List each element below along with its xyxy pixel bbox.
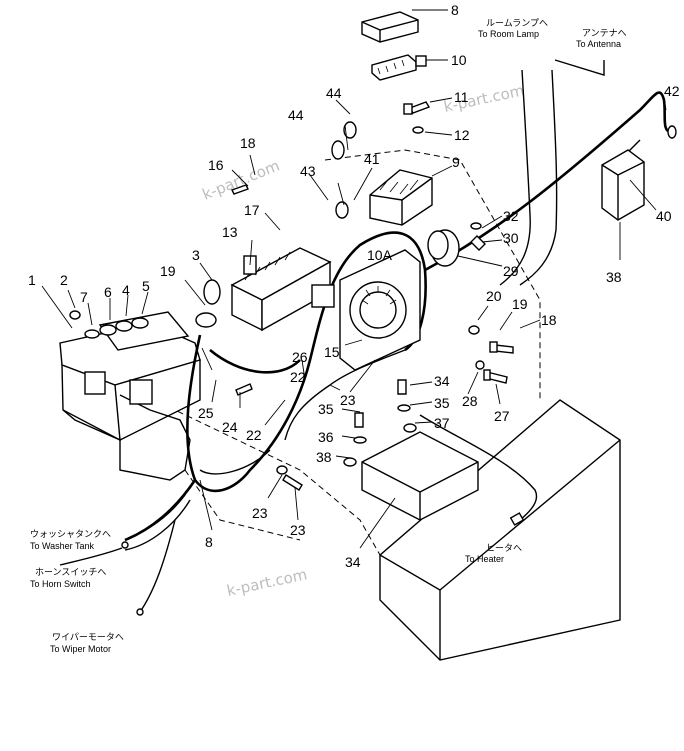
fuse-box: [230, 247, 332, 332]
part-label: 23: [340, 392, 356, 408]
part-label: 37: [434, 415, 450, 431]
heater-wire: [419, 414, 538, 526]
part-label: 18: [240, 135, 256, 151]
part-label: 7: [80, 289, 88, 305]
switch-panel-knobs: [69, 310, 149, 339]
part-label: 10A: [367, 247, 393, 263]
long-wires: [424, 59, 671, 286]
part-label: 41: [364, 151, 380, 167]
part-label: 10: [451, 52, 467, 68]
part-label: 26: [292, 349, 308, 365]
connector-10: [371, 54, 427, 81]
part-label: 35: [318, 401, 334, 417]
part-label: 44: [326, 85, 342, 101]
part-label: 3: [192, 247, 200, 263]
dest-wiper: To Wiper Motor: [50, 644, 111, 654]
part-label: 38: [316, 449, 332, 465]
part-labels: 8 10 11 12 9 32 30 29 42 40 38 20 19 18 …: [28, 2, 680, 570]
component-37: [601, 149, 645, 221]
part-label: 13: [222, 224, 238, 240]
part-label: 27: [494, 408, 510, 424]
dest-antenna-jp: アンテナへ: [582, 28, 627, 38]
dest-room-lamp-jp: ルームランプへ: [486, 18, 548, 28]
left-console: [59, 311, 201, 481]
part-label: 9: [452, 154, 460, 170]
part-label: 19: [160, 263, 176, 279]
part-label: 17: [244, 202, 260, 218]
part-label: 30: [503, 230, 519, 246]
part-label: 40: [656, 208, 672, 224]
leader-lines: [41, 9, 667, 549]
bolts: [195, 101, 677, 491]
part-label: 34: [345, 554, 361, 570]
controller-box: [361, 431, 479, 521]
dest-horn: To Horn Switch: [30, 579, 91, 589]
relay-cover: [361, 11, 419, 43]
part-label: 19: [512, 296, 528, 312]
dest-heater-jp: ヒータへ: [486, 543, 522, 553]
part-label: 35: [434, 395, 450, 411]
part-label: 32: [503, 208, 519, 224]
destination-labels: ルームランプへ To Room Lamp アンテナへ To Antenna ウォ…: [30, 18, 627, 654]
part-label: 18: [541, 312, 557, 328]
part-label: 8: [205, 534, 213, 550]
part-label: 6: [104, 284, 112, 300]
part-label: 11: [454, 89, 469, 105]
part-label: 43: [300, 163, 316, 179]
part-label: 5: [142, 278, 150, 294]
part-label: 29: [503, 263, 519, 279]
part-label: 25: [198, 405, 214, 421]
part-label: 42: [664, 83, 680, 99]
part-label: 2: [60, 272, 68, 288]
part-label: 36: [318, 429, 334, 445]
part-label: 22: [246, 427, 262, 443]
dest-room-lamp: To Room Lamp: [478, 29, 539, 39]
part-label: 4: [122, 282, 130, 298]
watermark-3: k-part.com: [225, 565, 309, 600]
part-label: 8: [451, 2, 459, 18]
relay-block: [369, 169, 433, 226]
cab-outline-dashed: [119, 149, 541, 556]
part-label: 44: [288, 107, 304, 123]
part-label: 16: [208, 157, 224, 173]
component-30: [427, 229, 460, 267]
part-label: 15: [324, 344, 340, 360]
cab-rear-box: [379, 399, 621, 661]
part-label: 20: [486, 288, 502, 304]
part-label: 24: [222, 419, 238, 435]
dest-wiper-jp: ワイパーモータへ: [52, 632, 124, 642]
meter-panel: [311, 249, 421, 371]
part-label: 1: [28, 272, 36, 288]
part-label: 38: [606, 269, 622, 285]
lower-wires: [59, 494, 191, 616]
part-label: 22: [290, 369, 306, 385]
part-label: 34: [434, 373, 450, 389]
part-label: 28: [462, 393, 478, 409]
dest-antenna: To Antenna: [576, 39, 621, 49]
dest-washer: To Washer Tank: [30, 541, 95, 551]
part-label: 12: [454, 127, 470, 143]
dest-heater: To Heater: [465, 554, 504, 564]
part-label: 23: [290, 522, 306, 538]
dest-washer-jp: ウォッシャタンクへ: [30, 529, 111, 539]
part-label: 23: [252, 505, 268, 521]
dest-horn-jp: ホーンスイッチへ: [35, 567, 106, 577]
